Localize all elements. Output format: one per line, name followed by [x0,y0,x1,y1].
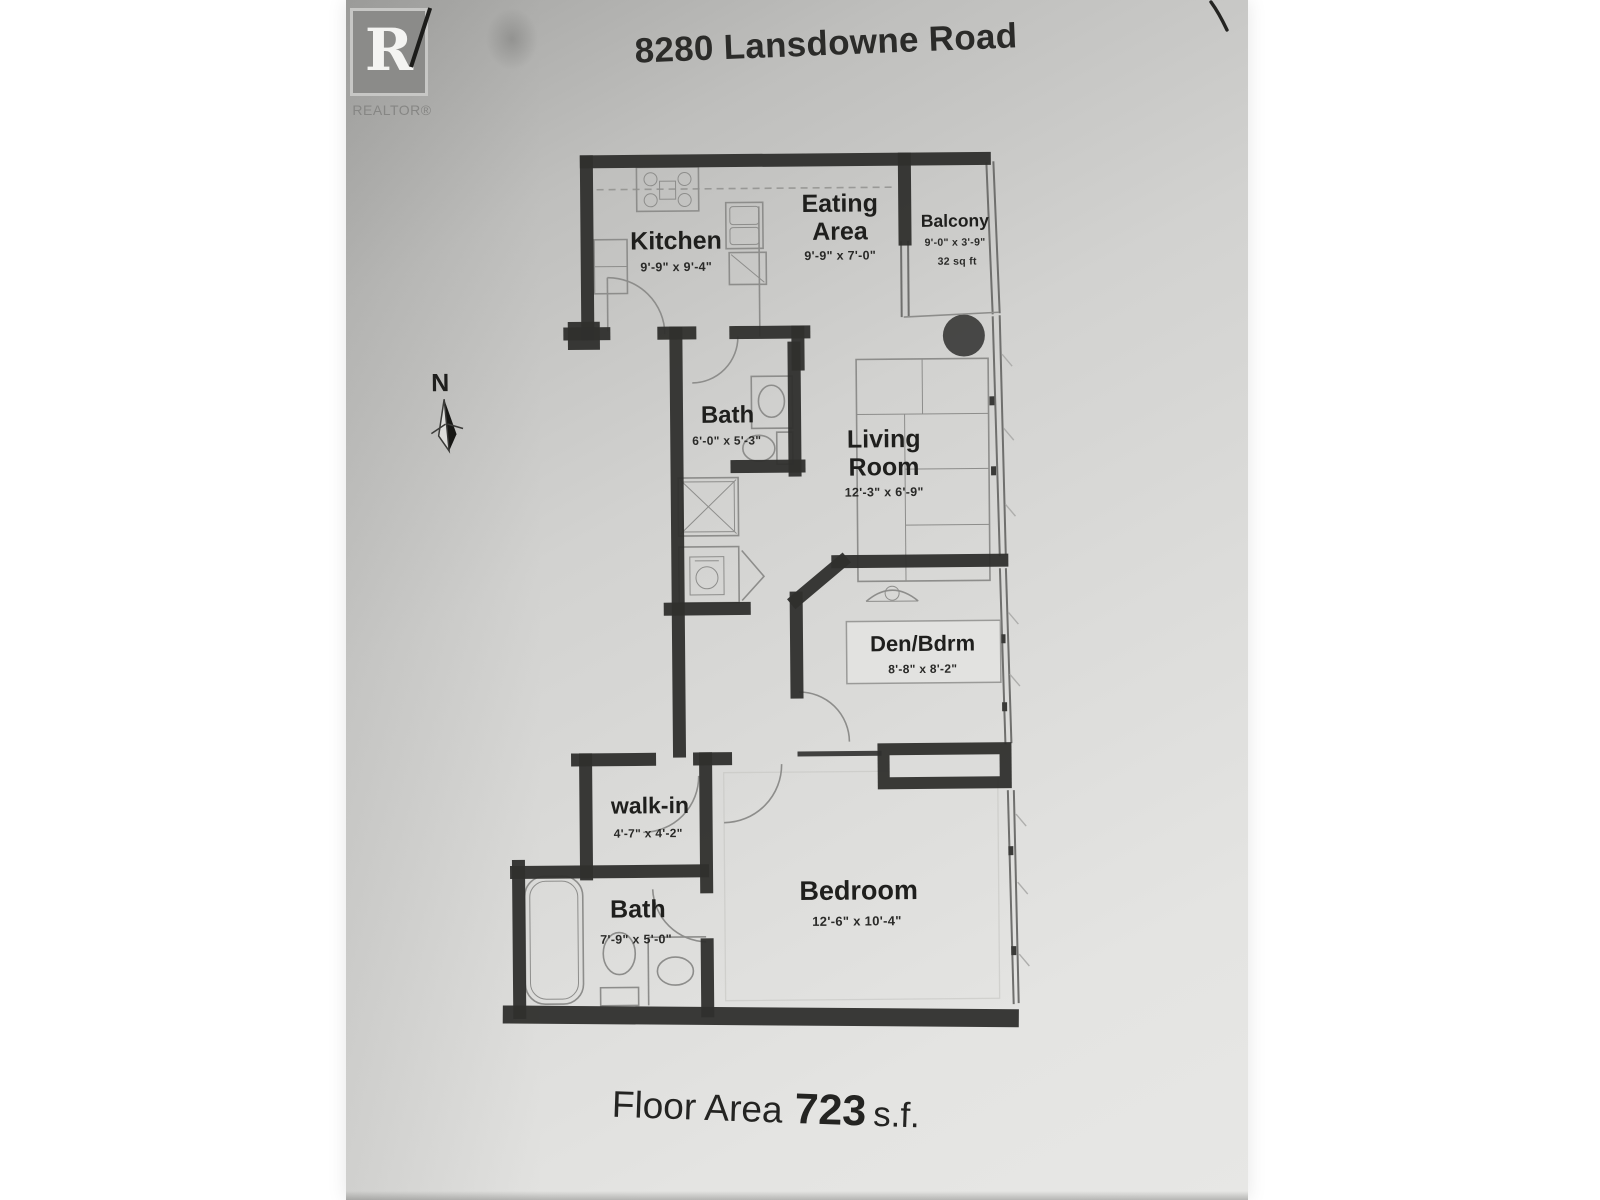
den-door-arc [798,691,851,742]
fridge-icon [593,238,629,295]
svg-text:Kitchen: Kitchen [630,227,722,256]
svg-text:9'-9" x 7'-0": 9'-9" x 7'-0" [804,248,876,263]
counter-edge [757,206,761,337]
realtor-logo: R REALTOR® [350,7,442,118]
room-labels: Kitchen 9'-9" x 9'-4" Eating Area 9'-9" … [600,189,1002,947]
svg-text:6'-0" x 5'-3": 6'-0" x 5'-3" [692,433,761,448]
room-label-bath-lower: Bath 7'-9" x 5'-0" [600,895,672,947]
laundry-closet-icon [677,545,741,604]
svg-text:Bedroom: Bedroom [799,875,918,906]
bath-lower-toilet-icon [599,931,640,1007]
window-mullion-ticks [989,396,1017,956]
room-label-living-room: Living Room 12'-3" x 6'-9" [845,425,924,500]
room-label-balcony: Balcony 9'-0" x 3'-9" 32 sq ft [921,210,990,267]
window-walls [900,161,1030,1005]
room-label-eating-area: Eating Area 9'-9" x 7'-0" [801,189,878,263]
svg-text:Eating: Eating [801,189,878,218]
svg-text:Room: Room [848,453,919,482]
floor-plan: Kitchen 9'-9" x 9'-4" Eating Area 9'-9" … [430,151,1030,1028]
room-label-kitchen: Kitchen 9'-9" x 9'-4" [630,227,722,275]
upper-cabinet-dashed-line [596,186,897,191]
svg-text:Bath: Bath [701,401,755,428]
exterior-hatching [1001,353,1030,967]
paper-sheet: R REALTOR® 8280 Lansdowne Road [346,0,1248,1200]
svg-text:9'-0" x 3'-9": 9'-0" x 3'-9" [925,236,986,249]
floor-area-label: Floor Area [611,1083,784,1131]
shower-icon [677,476,740,537]
entry-door [606,276,666,335]
realtor-logo-letter: R [364,16,414,84]
compass: N [430,369,464,454]
walk-in-door-arc [643,775,700,834]
sofa-icon [855,357,991,583]
floor-area-value: 723 [793,1085,868,1136]
svg-text:4'-7" x 4'-2": 4'-7" x 4'-2" [614,826,683,841]
room-label-bedroom: Bedroom 12'-6" x 10'-4" [799,875,918,929]
realtor-logo-frame: R [350,7,433,96]
room-label-den-bdrm: Den/Bdrm 8'-8" x 8'-2" [845,619,1002,685]
kitchen-sink-icon [724,201,764,250]
svg-text:9'-9" x 9'-4": 9'-9" x 9'-4" [640,260,712,275]
bathtub-icon [523,875,585,1006]
bath-lower-door-arc [651,889,707,943]
room-label-bath-upper: Bath 6'-0" x 5'-3" [692,401,761,448]
sliding-closet-wall [877,742,1012,790]
svg-text:12'-6" x 10'-4": 12'-6" x 10'-4" [812,913,902,929]
round-table [942,314,985,357]
bed-outline [723,769,1001,1002]
fixtures [523,166,991,1007]
svg-text:Bath: Bath [610,895,666,923]
floor-area-unit: s.f. [872,1094,921,1136]
dishwasher-icon [728,251,768,286]
floor-plan-svg: Kitchen 9'-9" x 9'-4" Eating Area 9'-9" … [430,0,1229,1028]
bath-upper-vanity-icon [750,375,794,430]
svg-text:12'-3" x 6'-9": 12'-3" x 6'-9" [845,485,924,500]
room-label-walk-in: walk-in 4'-7" x 4'-2" [610,792,689,841]
svg-text:Area: Area [812,217,869,245]
realtor-logo-box: R [353,7,433,93]
svg-text:8'-8" x 8'-2": 8'-8" x 8'-2" [888,662,957,677]
svg-text:walk-in: walk-in [610,792,689,819]
bath-upper-door-arc [692,336,739,384]
walls [502,151,1019,1028]
bifold-door-icon [741,549,766,602]
svg-text:Balcony: Balcony [921,210,990,231]
north-needle-icon [430,399,464,454]
svg-text:7'-9" x 5'-0": 7'-9" x 5'-0" [600,932,672,947]
pen-mark [1209,0,1229,32]
den-label-box [845,619,1002,685]
bath-lower-sink-icon [647,936,707,1006]
svg-text:Living: Living [847,425,921,454]
realtor-logo-caption: REALTOR® [352,102,432,118]
svg-text:Den/Bdrm: Den/Bdrm [870,630,975,656]
den-desk-icon [865,585,919,603]
north-label: N [431,369,449,397]
bedroom-hall-door-arc [724,764,783,824]
svg-text:32 sq ft: 32 sq ft [938,255,977,267]
